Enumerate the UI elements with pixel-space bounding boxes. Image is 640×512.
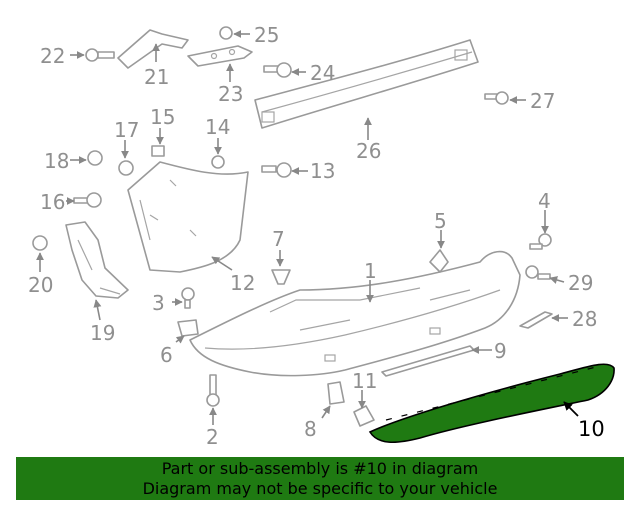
label-13: 13 — [310, 159, 335, 183]
parts-diagram: 1 2 3 4 5 6 7 8 9 10 11 12 13 14 15 16 1… — [28, 23, 615, 449]
label-8: 8 — [304, 417, 317, 441]
label-24: 24 — [310, 61, 335, 85]
part-25-clip — [219, 26, 233, 40]
part-29-bolt — [525, 265, 551, 280]
label-5: 5 — [434, 209, 447, 233]
label-25: 25 — [254, 23, 279, 47]
label-20: 20 — [28, 273, 53, 297]
part-28-strip — [519, 311, 553, 329]
label-26: 26 — [356, 139, 381, 163]
part-16-bolt — [73, 192, 102, 208]
label-14: 14 — [205, 115, 230, 139]
part-7-clip — [271, 269, 291, 285]
label-18: 18 — [44, 149, 69, 173]
label-6: 6 — [160, 343, 173, 367]
part-6-clip — [177, 319, 199, 337]
leader-lines — [36, 30, 579, 425]
label-19: 19 — [90, 321, 115, 345]
part-14-clip — [211, 155, 225, 169]
label-12: 12 — [230, 271, 255, 295]
info-banner: Part or sub-assembly is #10 in diagram D… — [16, 457, 624, 500]
label-29: 29 — [568, 271, 593, 295]
label-16: 16 — [40, 190, 65, 214]
label-4: 4 — [538, 189, 551, 213]
label-9: 9 — [494, 339, 507, 363]
label-27: 27 — [530, 89, 555, 113]
part-1-bumper-cover — [189, 250, 521, 377]
label-28: 28 — [572, 307, 597, 331]
label-7: 7 — [272, 227, 285, 251]
part-8-clip — [327, 381, 345, 405]
part-11-clip — [353, 405, 375, 427]
label-1: 1 — [364, 259, 377, 283]
label-15: 15 — [150, 105, 175, 129]
label-11: 11 — [352, 369, 377, 393]
part-4-bolt — [529, 233, 552, 250]
label-17: 17 — [114, 118, 139, 142]
label-22: 22 — [40, 44, 65, 68]
part-15-clip — [151, 145, 165, 157]
part-22-bolt — [85, 48, 115, 62]
part-10-lower-cover — [368, 363, 615, 443]
label-2: 2 — [206, 425, 219, 449]
part-19-bracket — [65, 221, 129, 299]
part-23-bracket — [187, 45, 253, 67]
part-20-clip — [32, 235, 48, 251]
part-3-bolt — [181, 287, 195, 309]
label-21: 21 — [144, 65, 169, 89]
part-26-reinforcement — [254, 39, 479, 129]
part-2-bolt — [206, 374, 220, 407]
part-24-bolt — [263, 62, 292, 78]
part-21-bracket — [117, 29, 189, 69]
label-3: 3 — [152, 291, 165, 315]
label-23: 23 — [218, 82, 243, 106]
part-18-nut — [87, 150, 103, 166]
banner-line-2: Diagram may not be specific to your vehi… — [142, 479, 498, 498]
part-12-side-retainer — [127, 161, 249, 273]
part-13-bolt — [261, 162, 292, 178]
part-17-clip — [118, 160, 134, 176]
label-10: 10 — [578, 417, 605, 441]
part-5-clip — [429, 249, 449, 273]
part-27-bolt — [484, 91, 509, 105]
banner-line-1: Part or sub-assembly is #10 in diagram — [161, 459, 479, 478]
part-number-labels: 1 2 3 4 5 6 7 8 9 10 11 12 13 14 15 16 1… — [28, 23, 605, 449]
